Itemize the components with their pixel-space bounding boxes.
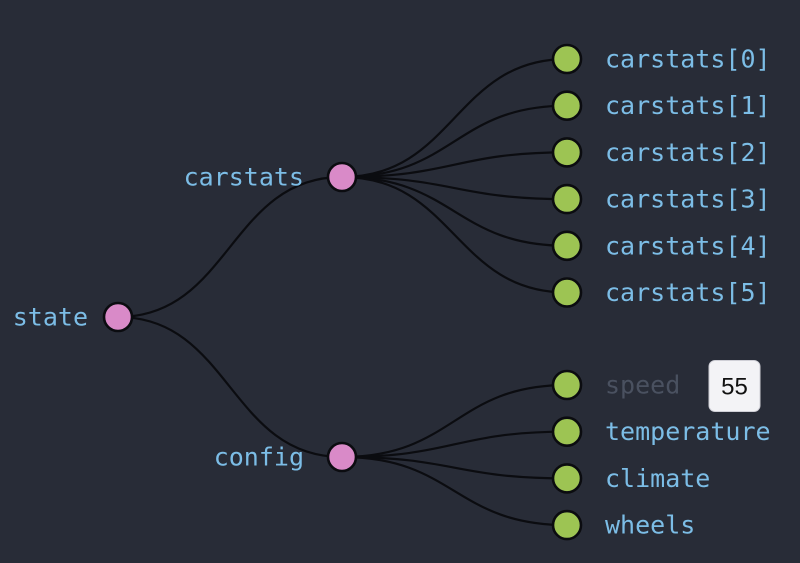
link-state-config [117,315,343,459]
node-label-carstats-0: carstats[0] [605,45,771,74]
node-label-speed: speed [605,371,680,400]
node-label-climate: climate [605,464,710,493]
link-carstats-carstats-1 [341,104,568,179]
link-config-wheels [341,455,568,527]
value-tooltip [708,360,761,412]
node-carstats-5[interactable] [551,277,583,308]
node-carstats-1[interactable] [551,90,583,121]
tree-nodes: state carstats carstats[0] carstats[1] carst… [13,43,771,541]
node-carstats[interactable] [326,161,358,193]
node-carstats-4[interactable] [551,230,583,262]
link-config-temperature [341,430,568,459]
node-label-wheels: wheels [605,511,695,540]
node-carstats-3[interactable] [551,183,583,215]
link-carstats-carstats-0 [341,57,568,179]
link-carstats-carstats-4 [341,175,568,247]
node-label-carstats-4: carstats[4] [605,231,771,260]
node-speed[interactable] [551,369,583,401]
link-config-speed [341,383,568,459]
node-state[interactable] [102,301,134,333]
node-label-carstats-1: carstats[1] [605,91,771,120]
node-label-temperature: temperature [605,417,771,446]
node-temperature[interactable] [551,416,583,448]
node-label-carstats: carstats [184,163,304,192]
node-label-carstats-3: carstats[3] [605,185,771,214]
tree-links [117,57,568,527]
link-config-climate [341,455,568,480]
value-tooltip-text: 55 [721,374,748,401]
node-carstats-2[interactable] [551,137,583,168]
node-label-state: state [13,303,88,332]
node-config[interactable] [326,441,358,473]
node-climate[interactable] [551,463,583,494]
node-carstats-0[interactable] [551,43,583,75]
node-label-carstats-5: carstats[5] [605,278,771,307]
node-label-carstats-2: carstats[2] [605,138,771,167]
link-carstats-carstats-2 [341,151,568,179]
node-label-config: config [214,443,304,472]
link-carstats-carstats-3 [341,175,568,201]
link-carstats-carstats-5 [341,175,568,294]
node-wheels[interactable] [551,509,583,541]
link-state-carstats [117,175,343,319]
